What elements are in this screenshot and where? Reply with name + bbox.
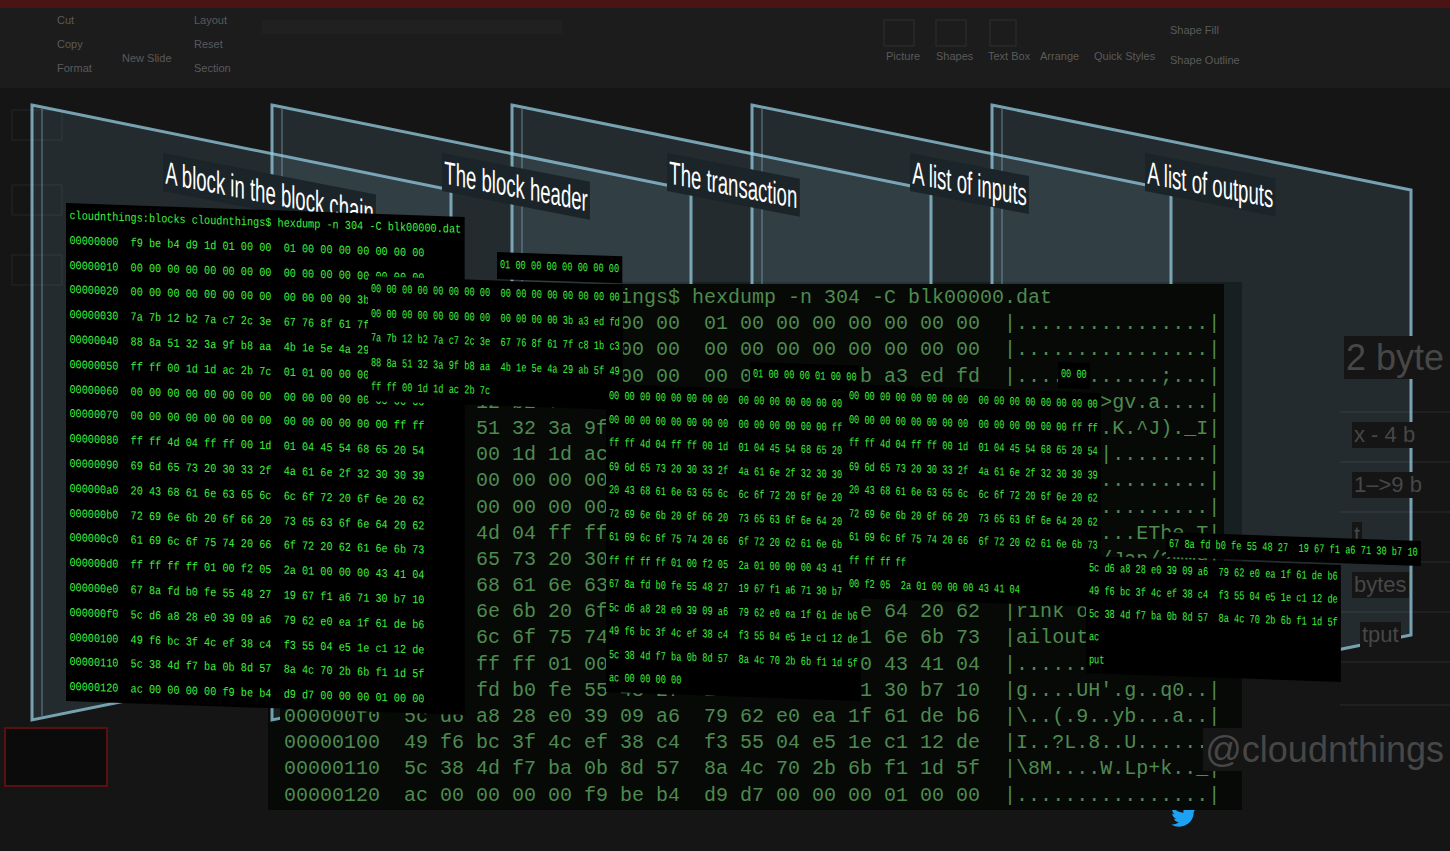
ribbon-label: Copy — [55, 38, 85, 51]
input-bytes: 00 00 00 00 00 00 00 00 00 00 00 00 00 0… — [849, 409, 1098, 441]
input-bytes: 20 43 68 61 6e 63 65 6c 6c 6f 72 20 6f 6… — [849, 479, 1098, 511]
ribbon-label: Format — [55, 62, 94, 75]
header-bytes: 00 00 00 00 00 00 00 00 00 00 00 00 3b a… — [371, 302, 620, 335]
transaction-bytes-block: 01 00 00 00 01 00 00 — [750, 362, 859, 391]
transaction-bytes: 00 00 00 00 00 00 00 00 00 00 00 00 00 0… — [609, 409, 858, 441]
ribbon-label: Shapes — [934, 50, 975, 63]
transaction-bytes: 5c 38 4d f7 ba 0b 8d 57 8a 4c 70 2b 6b f… — [609, 644, 858, 676]
ribbon-label-holder: Shape Outline — [1168, 54, 1242, 67]
ribbon-label: Reset — [192, 38, 225, 51]
ribbon-label-holder: Reset — [192, 38, 225, 51]
background-slide-text-holder: @cloudnthings — [1203, 728, 1446, 771]
background-slide-text-holder: x - 4 b — [1352, 422, 1417, 448]
transaction-bytes: ff ff ff ff 01 00 f2 05 2a 01 00 00 00 4… — [609, 550, 858, 582]
ribbon-label-holder: Text Box — [986, 50, 1032, 63]
background-slide-text-holder: 2 byte — [1344, 336, 1446, 379]
ribbon-label: Shape Fill — [1168, 24, 1221, 37]
input-bytes-block: 00 00 00 00 00 00 00 00 00 00 00 00 00 0… — [846, 384, 1101, 606]
slide-thumbnail — [5, 728, 107, 786]
ribbon-label-holder: Layout — [192, 14, 229, 27]
transaction-bytes: 69 6d 65 73 20 30 33 2f 4a 61 6e 2f 32 3… — [609, 456, 858, 488]
ribbon-icon — [990, 20, 1016, 46]
output-bytes-block: 5c d6 a8 28 e0 39 09 a6 79 62 e0 ea 1f 6… — [1086, 556, 1341, 682]
input-bytes: 69 6d 65 73 20 30 33 2f 4a 61 6e 2f 32 3… — [849, 456, 1098, 488]
input-bytes: ff ff 4d 04 ff ff 00 1d 01 04 45 54 68 6… — [849, 432, 1098, 464]
ribbon-label-holder: Picture — [884, 50, 922, 63]
output-bytes: 49 f6 bc 3f 4c ef 38 c4 f3 55 04 e5 1e c… — [1089, 580, 1338, 612]
ribbon-label-holder: Shapes — [934, 50, 975, 63]
transaction-bytes: 61 69 6c 6f 75 74 20 66 6f 72 20 62 61 6… — [609, 526, 858, 558]
ribbon-label-holder: Cut — [55, 14, 76, 27]
table-line — [1340, 705, 1450, 706]
background-slide-text: x - 4 b — [1352, 422, 1417, 448]
ribbon-label: Shape Outline — [1168, 54, 1242, 67]
ribbon-label-holder: New Slide — [120, 52, 174, 65]
ribbon-label: New Slide — [120, 52, 174, 65]
transaction-bytes: 01 00 00 00 01 00 00 — [753, 363, 857, 390]
ribbon-label-holder: Copy — [55, 38, 85, 51]
transaction-bytes-block: 00 00 00 00 00 00 00 00 00 00 00 00 00 0… — [606, 384, 861, 700]
header-bytes: 88 8a 51 32 3a 9f b8 aa 4b 1e 5e 4a 29 a… — [371, 351, 620, 384]
input-bytes: 72 69 6e 6b 20 6f 66 20 73 65 63 6f 6e 6… — [849, 503, 1098, 535]
ribbon-label-holder: Shape Fill — [1168, 24, 1221, 37]
transaction-bytes: 5c d6 a8 28 e0 39 09 a6 79 62 e0 ea 1f 6… — [609, 597, 858, 629]
ribbon-label: Cut — [55, 14, 76, 27]
title-bar — [0, 0, 1450, 8]
background-slide-text: 2 byte — [1344, 336, 1446, 379]
background-slide-text: 1–>9 b — [1352, 472, 1424, 498]
transaction-bytes: 49 f6 bc 3f 4c ef 38 c4 f3 55 04 e5 1e c… — [609, 620, 858, 652]
ribbon-icon — [884, 20, 914, 46]
background-hexdump-line: 00000120 ac 00 00 00 00 f9 be b4 d9 d7 0… — [284, 783, 1220, 809]
transaction-bytes: ff ff 4d 04 ff ff 00 1d 01 04 45 54 68 6… — [609, 432, 858, 464]
ribbon-label: Picture — [884, 50, 922, 63]
ribbon-label: Layout — [192, 14, 229, 27]
ribbon — [0, 8, 1450, 88]
ribbon-label: Arrange — [1038, 50, 1081, 63]
output-bytes: ac — [1089, 626, 1338, 658]
background-slide-text-holder: tput — [1360, 622, 1401, 648]
transaction-bytes: 67 8a fd b0 fe 55 48 27 19 67 f1 a6 71 3… — [609, 573, 858, 605]
table-line — [1340, 662, 1450, 663]
background-slide-text-holder: bytes — [1352, 572, 1409, 598]
ribbon-label: Quick Styles — [1092, 50, 1157, 63]
background-hexdump-line: 00000110 5c 38 4d f7 ba 0b 8d 57 8a 4c 7… — [284, 756, 1220, 782]
ribbon-label: Text Box — [986, 50, 1032, 63]
header-bytes: 01 00 00 00 00 00 00 00 — [500, 253, 619, 282]
header-bytes: 7a 7b 12 b2 7a c7 2c 3e 67 76 8f 61 7f c… — [371, 326, 620, 359]
input-bytes: 61 69 6c 6f 75 74 20 66 6f 72 20 62 61 6… — [849, 526, 1098, 558]
input-bytes: 00 00 — [1061, 363, 1087, 387]
background-slide-text: @cloudnthings — [1203, 728, 1446, 771]
background-slide-text: tput — [1360, 622, 1401, 648]
pane-edge-highlight — [41, 109, 43, 716]
ribbon-label-holder: Quick Styles — [1092, 50, 1157, 63]
ribbon-label-holder: Arrange — [1038, 50, 1081, 63]
ribbon-label-holder: Section — [192, 62, 233, 75]
ribbon-label: Section — [192, 62, 233, 75]
header-bytes-block: 00 00 00 00 00 00 00 00 00 00 00 00 00 0… — [368, 276, 623, 409]
ribbon-field — [262, 20, 562, 34]
background-slide-text-holder: 1–>9 b — [1352, 472, 1424, 498]
output-bytes: 5c 38 4d f7 ba 0b 8d 57 8a 4c 70 2b 6b f… — [1089, 603, 1338, 635]
ribbon-icon — [936, 20, 966, 46]
background-hexdump-line: 00000100 49 f6 bc 3f 4c ef 38 c4 f3 55 0… — [284, 730, 1220, 756]
transaction-bytes: 20 43 68 61 6e 63 65 6c 6c 6f 72 20 6f 6… — [609, 479, 858, 511]
background-slide-text: bytes — [1352, 572, 1409, 598]
header-bytes-block: 01 00 00 00 00 00 00 00 — [497, 252, 622, 283]
input-bytes: ff ff ff ff — [849, 550, 1098, 582]
input-bytes-block: 00 00 — [1058, 362, 1090, 389]
ribbon-label-holder: Format — [55, 62, 94, 75]
transaction-bytes: 72 69 6e 6b 20 6f 66 20 73 65 63 6f 6e 6… — [609, 503, 858, 535]
